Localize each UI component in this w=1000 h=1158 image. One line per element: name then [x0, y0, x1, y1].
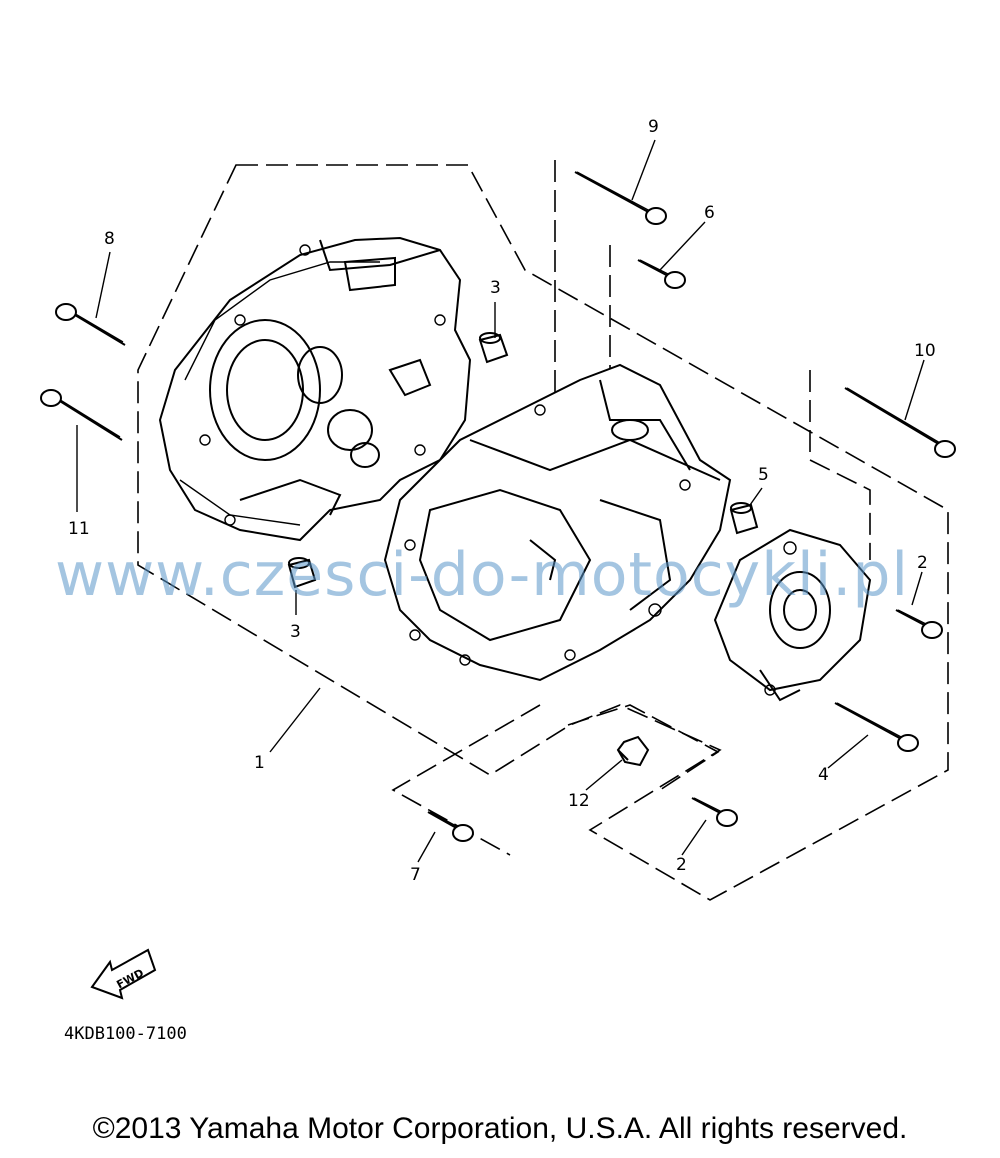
callout-3-upper: 3 — [490, 278, 501, 298]
callout-3-lower: 3 — [290, 622, 301, 642]
callout-10: 10 — [914, 341, 936, 361]
bolt-2-lower — [691, 797, 738, 827]
bearing-housing — [713, 528, 872, 702]
callout-7: 7 — [410, 865, 421, 885]
left-crankcase-half — [158, 236, 472, 542]
dowel-pin-3-upper — [478, 332, 509, 364]
bolt-10 — [844, 387, 956, 458]
watermark-url: www.czesci-do-motocykli.pl — [55, 540, 910, 610]
bolt-8 — [55, 303, 126, 346]
callout-8: 8 — [104, 229, 115, 249]
sub-outline-12 — [567, 704, 720, 791]
bolt-9 — [574, 171, 667, 225]
drawing-code: 4KDB100-7100 — [64, 1024, 187, 1044]
callout-1: 1 — [254, 753, 265, 773]
sub-outline-bolt10 — [809, 370, 871, 560]
callout-2-right: 2 — [917, 553, 928, 573]
callout-2-lower: 2 — [676, 855, 687, 875]
fwd-arrow-icon: FWD — [90, 948, 157, 1000]
leader-lines — [76, 139, 925, 863]
callout-11: 11 — [68, 519, 90, 539]
callout-4: 4 — [818, 765, 829, 785]
bolt-2-right — [895, 609, 943, 639]
bolt-4 — [834, 702, 919, 752]
stopper-12 — [616, 735, 650, 767]
fwd-label: FWD — [114, 966, 146, 991]
callout-9: 9 — [648, 117, 659, 137]
right-crankcase-half — [383, 363, 732, 682]
dowel-pin-3-lower — [287, 557, 317, 589]
callout-12: 12 — [568, 791, 590, 811]
callout-5: 5 — [758, 465, 769, 485]
callout-6: 6 — [704, 203, 715, 223]
bolt-6 — [637, 259, 686, 289]
dowel-pin-5 — [729, 502, 759, 535]
copyright-notice: ©2013 Yamaha Motor Corporation, U.S.A. A… — [92, 1112, 908, 1145]
bolt-11 — [40, 389, 123, 441]
assembly-outline — [137, 164, 949, 901]
bolt-7 — [427, 811, 474, 842]
